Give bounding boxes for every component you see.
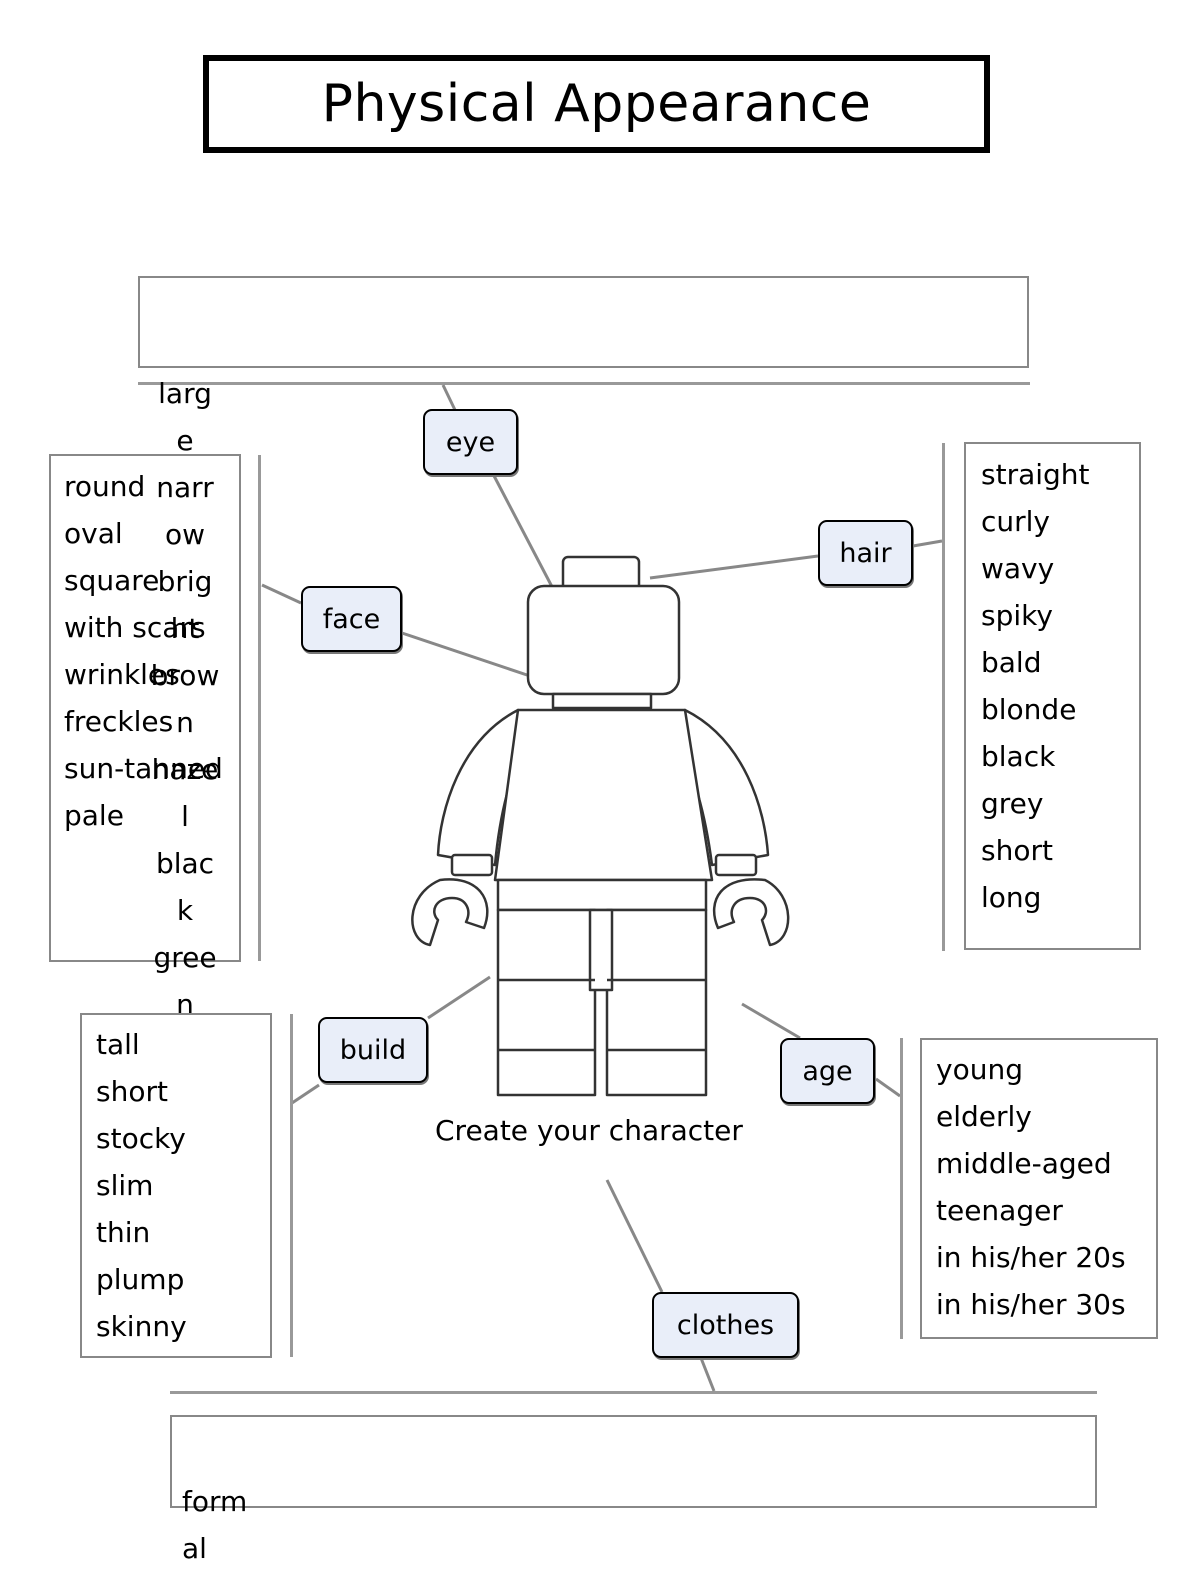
eye-connector-top (441, 384, 457, 411)
age-word: teenager (936, 1194, 1063, 1227)
age-word: in his/her 30s (936, 1288, 1126, 1321)
face-word: wrinkles (64, 658, 180, 691)
hair-words-box (964, 442, 1141, 950)
face-word: sun-tanned (64, 752, 223, 785)
build-words-box (80, 1013, 272, 1358)
clothes-word-column: formal (182, 1478, 254, 1572)
build-word: short (96, 1075, 168, 1108)
age-word: young (936, 1053, 1023, 1086)
hair-connector (649, 554, 819, 580)
build-label: build (318, 1017, 428, 1083)
page-title: Physical Appearance (321, 74, 872, 134)
hair-word: black (981, 740, 1056, 773)
clothes-words-box (170, 1415, 1097, 1508)
face-word: square (64, 564, 160, 597)
face-word: pale (64, 799, 124, 832)
face-connector (401, 631, 531, 678)
clothes-word: formal (182, 1485, 248, 1565)
build-connector-list (291, 1083, 320, 1105)
hair-word: long (981, 881, 1042, 914)
age-label: age (780, 1038, 875, 1104)
hair-divider-line (942, 443, 945, 951)
hair-word: short (981, 834, 1053, 867)
hair-connector-list (912, 539, 943, 548)
age-word: in his/her 20s (936, 1241, 1126, 1274)
build-word: skinny (96, 1310, 187, 1343)
eye-word: large (158, 377, 212, 457)
face-label: face (301, 586, 402, 652)
face-word: oval (64, 517, 123, 550)
build-connector (427, 975, 491, 1020)
clothes-connector-bottom (699, 1357, 716, 1392)
face-divider-line (258, 455, 261, 961)
eye-word-column: large narrow bright brown hazel black gr… (150, 370, 222, 1028)
eye-label: eye (423, 409, 518, 475)
age-connector-list (875, 1077, 901, 1098)
lego-figure-image (411, 555, 790, 1097)
build-word: slim (96, 1169, 154, 1202)
age-word: middle-aged (936, 1147, 1112, 1180)
hair-word: curly (981, 505, 1051, 538)
title-box: Physical Appearance (203, 55, 990, 153)
build-word: tall (96, 1028, 140, 1061)
eye-word: narrow (156, 471, 214, 551)
face-words-box (49, 454, 241, 962)
build-divider-line (290, 1014, 293, 1357)
eye-word: brown (150, 659, 220, 739)
build-word: stocky (96, 1122, 186, 1155)
figure-caption: Create your character (435, 1114, 743, 1147)
age-words-box (920, 1038, 1158, 1339)
age-divider-line (900, 1038, 903, 1339)
eye-word: bright (157, 565, 213, 645)
face-word: with scars (64, 611, 206, 644)
hair-word: straight (981, 458, 1090, 491)
face-word: round (64, 470, 146, 503)
hair-word: grey (981, 787, 1044, 820)
build-word: plump (96, 1263, 185, 1296)
eye-divider-line (138, 382, 1030, 385)
clothes-divider-line (170, 1391, 1097, 1394)
eye-words-box (138, 276, 1029, 368)
hair-word: blonde (981, 693, 1077, 726)
hair-word: bald (981, 646, 1042, 679)
hair-label: hair (818, 520, 913, 586)
hair-word: spiky (981, 599, 1053, 632)
eye-word: green (153, 941, 217, 1021)
age-connector (741, 1002, 801, 1040)
eye-word: hazel (151, 753, 219, 833)
face-word: freckles (64, 705, 174, 738)
clothes-label: clothes (652, 1292, 799, 1358)
build-word: thin (96, 1216, 151, 1249)
age-word-list: young elderly middle-aged teenager in hi… (936, 1046, 1126, 1328)
build-word-list: tall short stocky slim thin plump skinny (96, 1021, 187, 1350)
face-connector-list (261, 583, 302, 605)
eye-word: black (155, 847, 215, 927)
hair-word-list: straight curly wavy spiky bald blonde bl… (981, 451, 1090, 921)
hair-word: wavy (981, 552, 1055, 585)
clothes-connector (605, 1179, 664, 1293)
face-word-list: round oval square with scars wrinkles fr… (64, 463, 223, 839)
age-word: elderly (936, 1100, 1032, 1133)
